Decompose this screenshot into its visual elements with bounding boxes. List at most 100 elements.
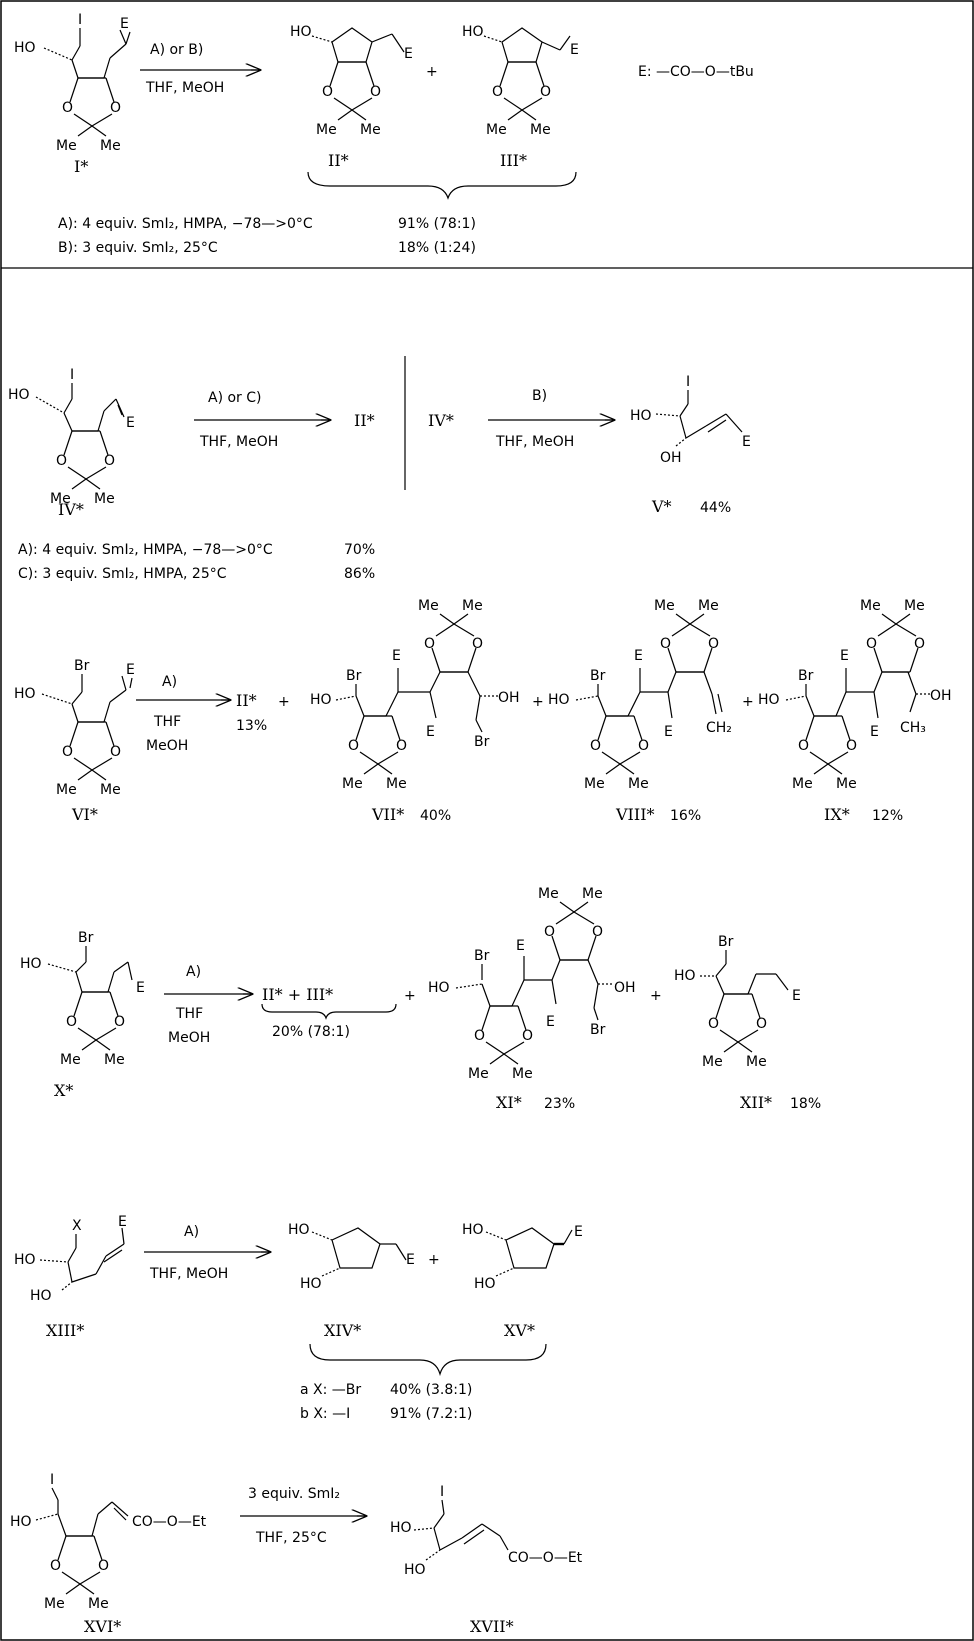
- svg-text:b X: —I: b X: —I: [300, 1406, 350, 1422]
- svg-text:IX*: IX*: [824, 805, 850, 824]
- svg-text:II*: II*: [328, 151, 349, 170]
- svg-text:Br: Br: [78, 930, 94, 946]
- svg-text:I*: I*: [74, 157, 88, 176]
- compound-III: HO E III*: [462, 24, 579, 170]
- svg-text:E: E: [546, 1014, 555, 1030]
- svg-text:I: I: [70, 367, 74, 383]
- svg-text:Br: Br: [474, 734, 490, 750]
- svg-text:VIII*: VIII*: [615, 805, 655, 824]
- svg-text:III*: III*: [500, 151, 527, 170]
- compound-II: HO E II*: [290, 24, 413, 170]
- svg-text:A): A): [162, 674, 177, 690]
- svg-text:HO: HO: [288, 1222, 310, 1238]
- svg-text:Br: Br: [718, 934, 734, 950]
- svg-text:II*: II*: [236, 691, 257, 710]
- svg-text:HO: HO: [14, 40, 36, 56]
- compound-VI: Br HO E VI*: [14, 658, 135, 824]
- svg-text:E: —CO—O—tBu: E: —CO—O—tBu: [638, 64, 754, 80]
- svg-text:Br: Br: [590, 668, 606, 684]
- svg-text:IV*: IV*: [58, 500, 84, 519]
- svg-text:Br: Br: [590, 1022, 606, 1038]
- svg-text:A) or C): A) or C): [208, 390, 262, 406]
- svg-text:E: E: [426, 724, 435, 740]
- svg-text:XIII*: XIII*: [46, 1321, 84, 1340]
- scheme-5: X HO HO E XIII* A) THF, MeOH HO HO: [14, 1214, 583, 1422]
- svg-text:Br: Br: [798, 668, 814, 684]
- svg-text:HO: HO: [390, 1520, 412, 1536]
- svg-text:E: E: [118, 1214, 127, 1230]
- svg-text:E: E: [392, 648, 401, 664]
- svg-text:XVI*: XVI*: [84, 1617, 121, 1636]
- svg-text:20% (78:1): 20% (78:1): [272, 1024, 350, 1040]
- svg-text:XVII*: XVII*: [470, 1617, 514, 1636]
- svg-text:91% (78:1): 91% (78:1): [398, 216, 476, 232]
- svg-text:OH: OH: [930, 688, 952, 704]
- svg-text:HO: HO: [404, 1562, 426, 1578]
- svg-text:OH: OH: [660, 450, 682, 466]
- compound-XIII: X HO HO E XIII*: [14, 1214, 127, 1340]
- svg-text:II*: II*: [354, 411, 375, 430]
- svg-text:HO: HO: [20, 956, 42, 972]
- svg-text:XII*: XII*: [740, 1093, 772, 1112]
- svg-text:MeOH: MeOH: [146, 738, 188, 754]
- svg-text:VI*: VI*: [71, 805, 98, 824]
- svg-text:HO: HO: [548, 692, 570, 708]
- svg-text:I: I: [50, 1472, 54, 1488]
- svg-text:E: E: [126, 415, 135, 431]
- svg-text:E: E: [120, 16, 129, 32]
- svg-text:I: I: [78, 12, 82, 28]
- svg-text:E: E: [126, 662, 135, 678]
- svg-text:THF, MeOH: THF, MeOH: [495, 434, 574, 450]
- svg-text:E: E: [792, 988, 801, 1004]
- svg-text:E: E: [664, 724, 673, 740]
- svg-text:44%: 44%: [700, 500, 731, 516]
- svg-text:HO: HO: [428, 980, 450, 996]
- svg-text:A): A): [184, 1224, 199, 1240]
- svg-text:THF: THF: [175, 1006, 203, 1022]
- svg-text:X: X: [72, 1218, 82, 1234]
- svg-text:70%: 70%: [344, 542, 375, 558]
- svg-text:Br: Br: [74, 658, 90, 674]
- svg-text:CH₂: CH₂: [706, 720, 732, 736]
- svg-text:HO: HO: [310, 692, 332, 708]
- svg-text:XV*: XV*: [504, 1321, 535, 1340]
- svg-text:B): B): [532, 388, 547, 404]
- svg-text:X*: X*: [54, 1081, 73, 1100]
- svg-text:VII*: VII*: [371, 805, 404, 824]
- svg-text:HO: HO: [474, 1276, 496, 1292]
- svg-text:E: E: [406, 1252, 415, 1268]
- compound-XIV: HO HO E XIV*: [288, 1222, 415, 1340]
- svg-text:I: I: [440, 1484, 444, 1500]
- compound-XVI: I HO CO—O—Et XVI*: [10, 1472, 207, 1636]
- svg-text:E: E: [870, 724, 879, 740]
- svg-text:23%: 23%: [544, 1096, 575, 1112]
- scheme-3: Br HO E VI* A) THF MeOH II* 13% + Br HO: [14, 597, 952, 824]
- svg-text:+: +: [404, 988, 416, 1004]
- scheme-2: I HO E IV* A) or C) THF, MeOH II* IV* B)…: [8, 367, 751, 582]
- svg-text:E: E: [136, 980, 145, 996]
- svg-text:13%: 13%: [236, 718, 267, 734]
- svg-text:HO: HO: [674, 968, 696, 984]
- svg-text:E: E: [634, 648, 643, 664]
- svg-text:a X: —Br: a X: —Br: [300, 1382, 361, 1398]
- svg-text:HO: HO: [462, 24, 484, 40]
- svg-text:HO: HO: [630, 408, 652, 424]
- svg-text:XI*: XI*: [496, 1093, 522, 1112]
- svg-text:E: E: [570, 42, 579, 58]
- svg-text:THF, MeOH: THF, MeOH: [199, 434, 278, 450]
- svg-text:16%: 16%: [670, 808, 701, 824]
- svg-text:+: +: [278, 694, 290, 710]
- svg-text:CO—O—Et: CO—O—Et: [508, 1550, 583, 1566]
- compound-VII: Br HO E E OH Br VII* 40%: [310, 597, 520, 824]
- compound-IV: I HO E IV*: [8, 367, 135, 519]
- compound-I: I HO E I*: [14, 12, 131, 176]
- compound-X: Br HO E X*: [20, 930, 145, 1100]
- svg-text:A) or B): A) or B): [150, 42, 203, 58]
- svg-text:12%: 12%: [872, 808, 903, 824]
- svg-text:A): A): [186, 964, 201, 980]
- svg-text:40% (3.8:1): 40% (3.8:1): [390, 1382, 472, 1398]
- svg-text:40%: 40%: [420, 808, 451, 824]
- svg-text:86%: 86%: [344, 566, 375, 582]
- svg-text:THF, MeOH: THF, MeOH: [145, 80, 224, 96]
